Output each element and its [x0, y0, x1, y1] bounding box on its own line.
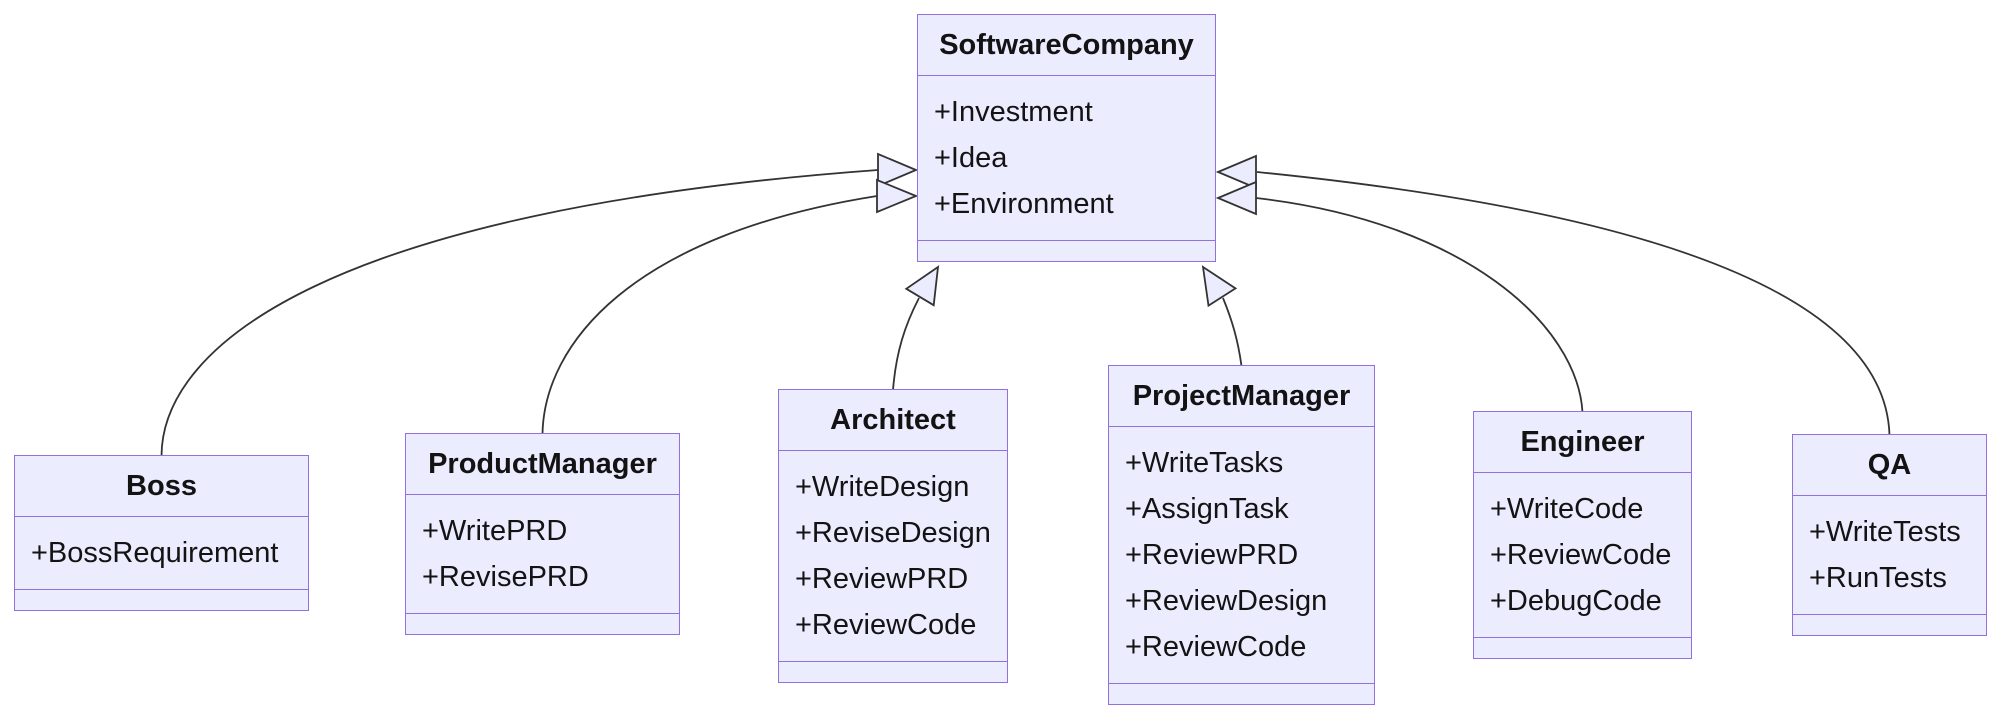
inheritance-arrowhead-icon: [904, 265, 940, 307]
attributes-compartment: +WriteDesign +ReviseDesign +ReviewPRD +R…: [779, 451, 1007, 661]
attributes-compartment: +BossRequirement: [15, 517, 308, 589]
methods-compartment: [779, 661, 1007, 682]
attributes-compartment: +WriteTasks +AssignTask +ReviewPRD +Revi…: [1109, 427, 1374, 683]
attribute: +WriteTasks: [1125, 447, 1284, 479]
attribute: +ReviewPRD: [1125, 539, 1299, 571]
class-box-projectmanager: ProjectManager +WriteTasks +AssignTask +…: [1108, 365, 1375, 705]
methods-compartment: [1109, 683, 1374, 704]
class-name: Architect: [779, 390, 1007, 451]
methods-compartment: [406, 613, 679, 634]
class-box-architect: Architect +WriteDesign +ReviseDesign +Re…: [778, 389, 1008, 683]
attribute: +ReviewCode: [1490, 539, 1672, 571]
class-name: QA: [1793, 435, 1986, 496]
class-box-qa: QA +WriteTests +RunTests: [1792, 434, 1987, 636]
attributes-compartment: +Investment +Idea +Environment: [918, 76, 1215, 240]
attribute: +DebugCode: [1490, 585, 1662, 617]
edge-boss-extends-softwarecompany: [160, 169, 879, 457]
attribute: +WriteCode: [1490, 493, 1644, 525]
attributes-compartment: +WriteTests +RunTests: [1793, 496, 1986, 614]
attribute: +BossRequirement: [31, 537, 279, 569]
inheritance-arrowhead-icon: [877, 152, 919, 188]
methods-compartment: [15, 589, 308, 610]
edge-productmanager-extends-softwarecompany: [541, 195, 878, 435]
attribute: +AssignTask: [1125, 493, 1289, 525]
methods-compartment: [1793, 614, 1986, 635]
attribute: +ReviewCode: [795, 609, 977, 641]
class-box-engineer: Engineer +WriteCode +ReviewCode +DebugCo…: [1473, 411, 1692, 659]
attribute: +ReviewPRD: [795, 563, 969, 595]
class-box-softwarecompany: SoftwareCompany +Investment +Idea +Envir…: [917, 14, 1216, 262]
methods-compartment: [1474, 637, 1691, 658]
attribute: +Environment: [934, 188, 1114, 220]
class-name: Engineer: [1474, 412, 1691, 473]
attribute: +WritePRD: [422, 515, 568, 547]
attribute: +ReviewDesign: [1125, 585, 1328, 617]
class-name: Boss: [15, 456, 308, 517]
attribute: +Idea: [934, 142, 1008, 174]
edge-projectmanager-extends-softwarecompany: [1222, 297, 1243, 367]
class-box-productmanager: ProductManager +WritePRD +RevisePRD: [405, 433, 680, 635]
attribute: +ReviseDesign: [795, 517, 991, 549]
attribute: +WriteDesign: [795, 471, 970, 503]
inheritance-arrowhead-icon: [1215, 180, 1257, 216]
inheritance-arrowhead-icon: [876, 178, 919, 214]
inheritance-arrowhead-icon: [1201, 265, 1238, 308]
edge-qa-extends-softwarecompany: [1256, 171, 1891, 436]
attribute: +WriteTests: [1809, 516, 1961, 548]
methods-compartment: [918, 240, 1215, 261]
attributes-compartment: +WritePRD +RevisePRD: [406, 495, 679, 613]
inheritance-arrowhead-icon: [1215, 154, 1257, 190]
class-name: SoftwareCompany: [918, 15, 1215, 76]
edge-engineer-extends-softwarecompany: [1255, 197, 1584, 413]
attribute: +RevisePRD: [422, 561, 589, 593]
attribute: +Investment: [934, 96, 1093, 128]
attribute: +RunTests: [1809, 562, 1947, 594]
attribute: +ReviewCode: [1125, 631, 1307, 663]
class-name: ProjectManager: [1109, 366, 1374, 427]
class-name: ProductManager: [406, 434, 679, 495]
edge-architect-extends-softwarecompany: [892, 297, 920, 391]
class-box-boss: Boss +BossRequirement: [14, 455, 309, 611]
attributes-compartment: +WriteCode +ReviewCode +DebugCode: [1474, 473, 1691, 637]
